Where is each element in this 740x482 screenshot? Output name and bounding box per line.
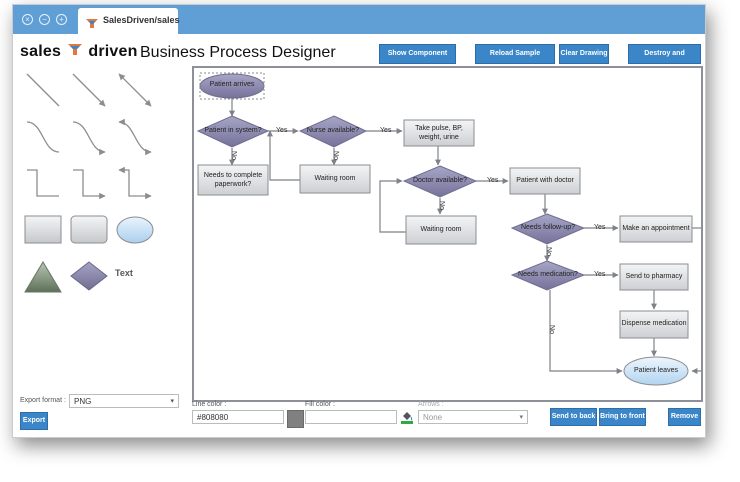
arrows-select[interactable]: None ▾: [418, 410, 528, 424]
curve-tool-icon[interactable]: [26, 121, 60, 153]
fill-color-input[interactable]: [305, 410, 397, 424]
maximize-window-icon[interactable]: +: [56, 14, 67, 25]
make-appointment-label: Make an appointment: [622, 225, 690, 232]
drawing-canvas[interactable]: Patient arrives Patient in system? Nurse…: [192, 66, 703, 402]
edge-label-no-5: No: [547, 325, 555, 334]
needs-followup-label: Needs follow-up?: [520, 224, 576, 231]
edge-label-no-3: No: [437, 201, 445, 210]
arrows-value: None: [423, 413, 443, 422]
chevron-down-icon: ▾: [170, 398, 174, 405]
destroy-and-recreate-button[interactable]: Destroy and Recreate: [628, 44, 701, 75]
paint-bucket-icon[interactable]: [401, 410, 413, 424]
ellipse-tool-icon[interactable]: [116, 216, 154, 244]
page-title: Business Process Designer: [140, 44, 336, 61]
export-format-select[interactable]: PNG ▾: [69, 394, 179, 408]
close-window-icon[interactable]: ×: [22, 14, 33, 25]
take-pulse-line-1: Take pulse, BP,: [415, 125, 463, 132]
doctor-available-label: Doctor available?: [412, 177, 468, 184]
dispense-medication-label: Dispense medication: [621, 320, 687, 327]
waiting-room-2-node[interactable]: [405, 215, 477, 245]
doctor-available-node[interactable]: [402, 165, 478, 198]
patient-in-system-node[interactable]: [196, 115, 270, 148]
double-arrow-curve-tool-icon[interactable]: [118, 118, 152, 156]
send-pharmacy-label: Send to pharmacy: [625, 273, 683, 280]
palette-svg: [24, 73, 154, 293]
arrow-line-tool-icon[interactable]: [72, 73, 106, 107]
waiting-room-1-label: Waiting room: [314, 175, 356, 182]
edge-label-yes-1: Yes: [276, 127, 288, 134]
text-tool-label[interactable]: Text: [115, 268, 133, 278]
needs-complete-line-2: paperwork?: [214, 181, 252, 188]
edge-label-no-4: No: [544, 247, 552, 256]
needs-complete-line-1: Needs to complete: [203, 172, 263, 179]
patient-leaves-node[interactable]: [623, 356, 689, 386]
minimize-window-icon[interactable]: −: [39, 14, 50, 25]
arrow-curve-tool-icon[interactable]: [72, 121, 106, 156]
elbow-tool-icon[interactable]: [27, 169, 59, 197]
make-appointment-node[interactable]: [619, 215, 693, 243]
salesdriven-logo: sales driven: [20, 43, 138, 61]
edge-label-no-1: No: [229, 151, 237, 160]
salesdriven-favicon-icon: [86, 16, 98, 34]
shape-palette: Text: [13, 66, 189, 396]
logo-text-left: sales: [20, 43, 62, 61]
edge-label-no-2: No: [331, 151, 339, 160]
reload-sample-drawing-button[interactable]: Reload Sample Drawing: [475, 44, 555, 75]
browser-tab[interactable]: SalesDriven/sales: [78, 8, 180, 34]
line-color-label: Line color :: [192, 401, 227, 408]
bring-to-front-button[interactable]: Bring to front: [599, 408, 646, 426]
export-format-label: Export format :: [20, 397, 66, 404]
remove-button[interactable]: Remove: [668, 408, 701, 426]
needs-medication-node[interactable]: [510, 260, 586, 291]
line-tool-icon[interactable]: [26, 73, 60, 107]
arrows-label: Arrows :: [418, 401, 444, 408]
show-component-xml-button[interactable]: Show Component XML: [379, 44, 456, 75]
needs-followup-node[interactable]: [510, 213, 586, 245]
rectangle-tool-icon[interactable]: [24, 215, 62, 244]
double-arrow-elbow-tool-icon[interactable]: [118, 166, 152, 200]
nurse-available-node[interactable]: [298, 115, 368, 148]
line-color-swatch[interactable]: [287, 410, 304, 428]
needs-medication-label: Needs medication?: [518, 271, 578, 278]
waiting-room-1-node[interactable]: [299, 164, 371, 194]
needs-complete-label: Needs to complete paperwork?: [198, 171, 268, 189]
triangle-tool-icon[interactable]: [24, 261, 62, 293]
funnel-logo-icon: [67, 43, 82, 61]
dispense-medication-node[interactable]: [619, 310, 689, 339]
patient-arrives-label: Patient arrives: [209, 81, 255, 88]
app-window: × − + SalesDriven/sales sales driven Bus…: [12, 4, 706, 438]
send-to-back-button[interactable]: Send to back: [550, 408, 597, 426]
edge-label-yes-2: Yes: [380, 127, 392, 134]
diamond-tool-icon[interactable]: [70, 261, 108, 291]
needs-complete-node[interactable]: [197, 164, 269, 196]
arrow-elbow-tool-icon[interactable]: [73, 169, 106, 200]
send-pharmacy-node[interactable]: [619, 263, 689, 291]
edge-label-yes-3: Yes: [487, 177, 499, 184]
patient-leaves-label: Patient leaves: [634, 367, 678, 374]
clear-drawing-button[interactable]: Clear Drawing: [559, 44, 609, 64]
export-button[interactable]: Export: [20, 412, 48, 430]
double-arrow-line-tool-icon[interactable]: [118, 73, 152, 107]
line-color-input[interactable]: #808080: [192, 410, 284, 424]
logo-text-right: driven: [88, 43, 138, 61]
fill-color-label: Fill color :: [305, 401, 335, 408]
nurse-available-label: Nurse available?: [306, 127, 360, 134]
rounded-rectangle-tool-icon[interactable]: [70, 215, 108, 244]
tab-title: SalesDriven/sales: [103, 15, 180, 25]
arrows-chevron-down-icon: ▾: [519, 414, 523, 421]
flowchart-svg: [196, 72, 701, 386]
take-pulse-node[interactable]: [403, 119, 475, 147]
edge-label-yes-5: Yes: [594, 271, 606, 278]
take-pulse-line-2: weight, urine: [419, 134, 459, 141]
patient-in-system-label: Patient in system?: [204, 127, 262, 134]
export-format-value: PNG: [74, 397, 92, 406]
browser-titlebar: × − + SalesDriven/sales: [13, 5, 705, 34]
patient-with-doctor-label: Patient with doctor: [516, 177, 574, 184]
patient-arrives-node[interactable]: [199, 72, 265, 100]
take-pulse-label: Take pulse, BP, weight, urine: [404, 124, 474, 142]
patient-with-doctor-node[interactable]: [509, 167, 581, 195]
app-content: sales driven Business Process Designer S…: [13, 35, 705, 437]
edge-label-yes-4: Yes: [594, 224, 606, 231]
waiting-room-2-label: Waiting room: [420, 226, 462, 233]
